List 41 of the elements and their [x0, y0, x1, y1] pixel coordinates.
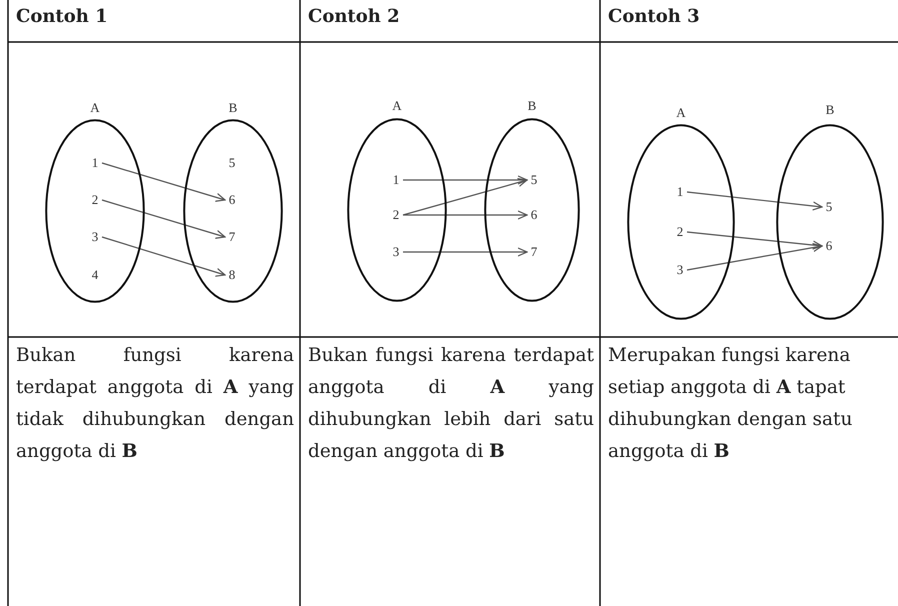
set-member: 4: [90, 266, 100, 284]
set-member: 8: [228, 266, 236, 284]
set-member: 3: [392, 243, 400, 261]
set-member: 2: [392, 206, 400, 224]
mapping-arrow: [403, 175, 528, 185]
mapping-arrow: [686, 243, 823, 271]
set-member: 6: [824, 237, 834, 255]
set-member: 6: [530, 206, 538, 224]
set-name: B: [526, 97, 538, 115]
set-member: 2: [676, 223, 684, 241]
mapping-arrow: [102, 162, 226, 202]
mapping-arrow: [402, 178, 528, 216]
mapping-arrow: [686, 231, 823, 250]
column-header: Contoh 1: [16, 6, 109, 27]
set-name: B: [228, 99, 238, 117]
set-member: 6: [228, 191, 236, 209]
column-header: Contoh 2: [308, 6, 401, 27]
set-member: 1: [90, 154, 100, 172]
cell-text: Merupakan fungsi karena setiap anggota di A tapat dihubungkan dengan satu anggota di B: [608, 344, 854, 464]
set-member: 2: [90, 191, 100, 209]
mapping-arrow: [102, 199, 226, 239]
set-name: A: [391, 97, 403, 115]
column-header: Contoh 3: [608, 6, 701, 27]
set-member: 7: [530, 243, 538, 261]
set-member: 5: [824, 198, 834, 216]
cell-text: Bukan fungsi karena terdapat anggota di A yang tidak dihubungkan dengan anggota di B: [16, 344, 294, 464]
set-member: 5: [530, 171, 538, 189]
mapping-arrow: [403, 247, 528, 257]
mapping-arrow: [102, 236, 226, 277]
set-name: A: [89, 99, 101, 117]
set-member: 5: [228, 154, 236, 172]
cell-text: Bukan fungsi karena terdapat anggota di A yang dihubungkan lebih dari satu dengan anggota di B: [308, 344, 594, 464]
set-member: 7: [228, 228, 236, 246]
mapping-arrow: [403, 210, 528, 220]
mapping-arrow: [686, 191, 823, 211]
set-member: 1: [392, 171, 400, 189]
set-member: 1: [676, 183, 684, 201]
set-name: A: [675, 104, 687, 122]
set-member: 3: [676, 261, 684, 279]
set-member: 3: [90, 228, 100, 246]
set-name: B: [824, 101, 836, 119]
